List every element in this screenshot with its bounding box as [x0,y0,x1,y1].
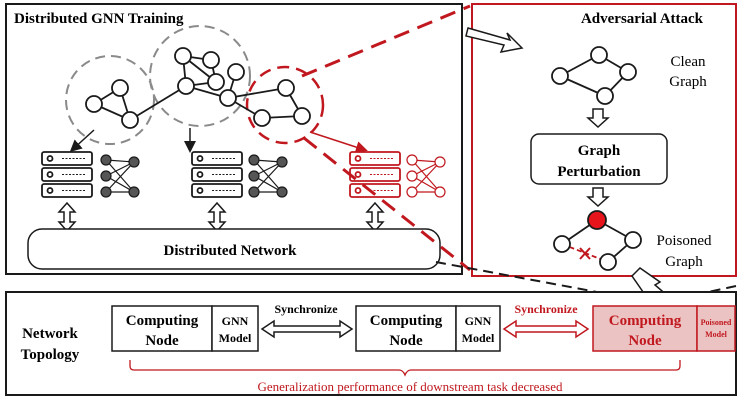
removed-edge-icon [579,247,591,260]
arrow-to-server-1 [69,129,95,153]
graph-perturbation-box [530,133,668,185]
sync-arrow-1 [260,319,354,339]
network-topology-panel: Network Topology Computing Node GNN Mode… [5,291,737,396]
graph-perturbation-label-2: Perturbation [557,164,641,180]
gnn-model-2-label-1: GNN [465,314,492,328]
partition-circle-2 [149,25,251,127]
synchronize-label-2: Synchronize [514,302,578,316]
computing-node-1-label-2: Node [145,333,179,349]
computing-node-poisoned-label-2: Node [628,333,662,349]
topology-label-2: Topology [21,347,80,363]
graph-perturbation-label-1: Graph [578,143,621,159]
computing-node-1-label-1: Computing [126,313,199,329]
poisoned-graph [553,210,642,271]
distributed-network-label: Distributed Network [164,243,298,259]
right-panel: Adversarial Attack Clean Graph Graph Per… [465,3,737,277]
computing-node-2 [355,305,457,352]
zoom-line-top [301,4,471,78]
server-icon-2 [191,151,243,198]
arrow-to-server-3 [309,131,368,153]
poisoned-graph-label-2: Graph [665,254,703,270]
poisoned-model-label-2: Model [705,330,728,339]
neural-net-icon-poisoned [406,154,446,198]
server-icon-1 [41,151,93,198]
down-arrow-icon-1 [586,108,610,129]
hollow-arrow-icon [465,27,524,54]
clean-graph [551,46,637,105]
bracket [129,360,681,377]
neural-net-icon-1 [100,154,140,198]
clean-graph-label-1: Clean [671,54,706,70]
left-panel-title: Distributed GNN Training [14,11,184,27]
computing-node-2-label-1: Computing [370,313,443,329]
downstream-caption: Generalization performance of downstream… [258,379,563,394]
computing-node-poisoned-label-1: Computing [609,313,682,329]
left-panel: Distributed GNN Training [5,3,463,275]
graph-nodes [85,47,311,129]
poisoned-model [696,305,736,352]
server-icon-poisoned [349,151,401,198]
neural-net-icon-2 [248,154,288,198]
synchronize-label-1: Synchronize [274,302,338,316]
gnn-model-2-label-2: Model [462,331,495,345]
partition-circle-attacked [245,65,325,145]
computing-node-poisoned [592,305,698,352]
link-line-left [435,261,641,301]
computing-node-1 [111,305,213,352]
topology-label-1: Network [22,326,78,342]
clean-graph-label-2: Graph [669,74,707,90]
partition-circle-1 [65,55,155,145]
sync-arrow-2 [502,319,590,339]
gnn-model-1-label-2: Model [219,331,252,345]
gnn-model-2 [455,305,501,352]
poisoned-graph-label-1: Poisoned [656,233,712,249]
gnn-model-1-label-1: GNN [222,314,249,328]
zoom-line-bottom [303,136,471,272]
down-arrow-icon-2 [586,187,610,208]
computing-node-2-label-2: Node [389,333,423,349]
distributed-network-box [27,228,441,270]
right-panel-title: Adversarial Attack [581,11,704,27]
poisoned-model-label-1: Poisoned [701,318,732,327]
gnn-model-1 [211,305,259,352]
